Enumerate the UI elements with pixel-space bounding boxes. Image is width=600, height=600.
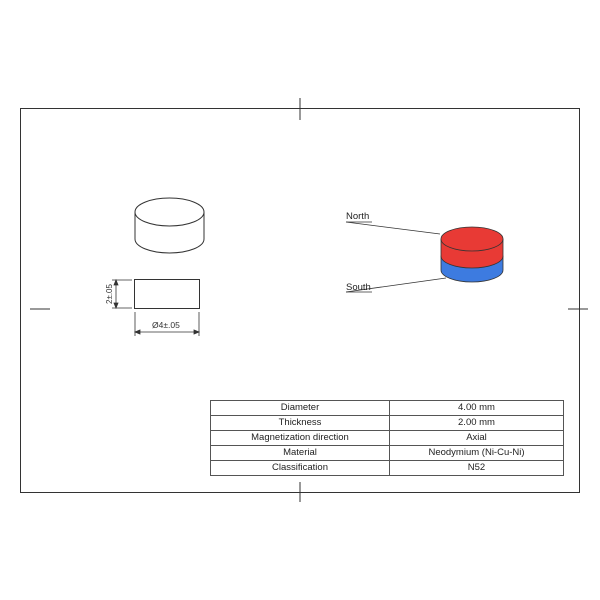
south-label: South [346, 282, 371, 293]
magnet-colored [440, 226, 504, 283]
spec-value: 4.00 mm [389, 400, 564, 416]
spec-label: Classification [210, 460, 390, 476]
north-label: North [346, 211, 369, 222]
cylinder-iso-outline [134, 197, 205, 254]
north-leader [345, 221, 441, 235]
thickness-dimension [112, 278, 132, 310]
table-row: Diameter 4.00 mm [210, 400, 564, 416]
table-row: Material Neodymium (Ni-Cu-Ni) [210, 445, 564, 461]
spec-value: Axial [389, 430, 564, 446]
table-row: Magnetization direction Axial [210, 430, 564, 446]
specification-table: Diameter 4.00 mm Thickness 2.00 mm Magne… [210, 400, 564, 476]
spec-value: 2.00 mm [389, 415, 564, 431]
thickness-dim-label: 2±.05 [105, 283, 114, 304]
diameter-dimension [133, 312, 201, 336]
table-row: Classification N52 [210, 460, 564, 476]
cylinder-side-view [134, 279, 200, 309]
spec-value: Neodymium (Ni-Cu-Ni) [389, 445, 564, 461]
spec-label: Material [210, 445, 390, 461]
spec-label: Diameter [210, 400, 390, 416]
north-pole-top [440, 226, 504, 252]
spec-label: Thickness [210, 415, 390, 431]
spec-value: N52 [389, 460, 564, 476]
diameter-dim-label: Ø4±.05 [152, 320, 180, 330]
spec-label: Magnetization direction [210, 430, 390, 446]
south-leader [345, 277, 447, 293]
table-row: Thickness 2.00 mm [210, 415, 564, 431]
